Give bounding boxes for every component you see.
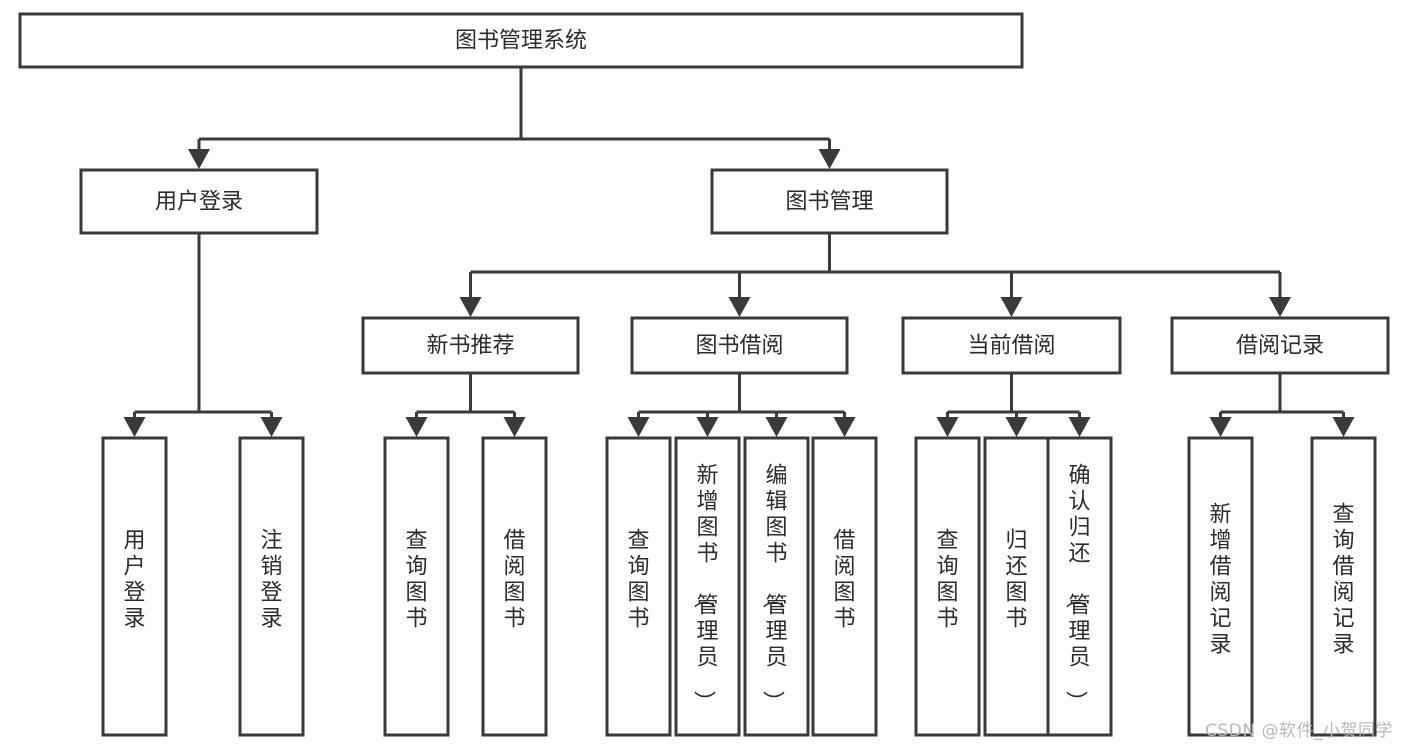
node-box [383,436,450,737]
node-box [743,436,810,737]
connector-group-user-login [123,233,283,437]
node-box [361,316,580,375]
node-leaf-add-record[interactable]: 新增借阅记录 [1187,436,1254,737]
arrow-head-icon [728,297,751,317]
node-label: 借阅图书 [503,529,525,632]
nodes-layer: 图书管理系统用户登录图书管理新书推荐图书借阅当前借阅借阅记录用户登录注销登录查询… [18,12,1390,737]
node-box [1170,316,1390,375]
arrow-head-icon [1005,417,1028,437]
node-label: 确认归还（管理员） [1062,464,1090,713]
node-label: 新增图书（管理员） [690,464,718,713]
node-label: 查询图书 [936,529,958,632]
node-box [901,316,1122,375]
arrow-head-icon [1000,297,1023,317]
arrow-head-icon [459,297,482,317]
node-label: 图书管理 [785,190,873,215]
node-box [630,316,849,375]
node-box [101,436,168,737]
connector-group-borrow-record [1209,373,1355,437]
node-leaf-query-book-borrow[interactable]: 查询图书 [605,436,672,737]
node-box [238,436,305,737]
node-leaf-add-book[interactable]: 新增图书（管理员） [674,436,741,737]
csdn-watermark: CSDN @软件_小贺同学 [1205,721,1393,741]
arrow-head-icon [1332,417,1355,437]
arrow-head-icon [405,417,428,437]
node-borrow-record[interactable]: 借阅记录 [1170,316,1390,375]
node-box [1046,436,1113,737]
node-leaf-borrow-book[interactable]: 借阅图书 [811,436,878,737]
node-box [481,436,548,737]
connector-group-root [188,67,841,169]
arrow-head-icon [1269,297,1291,317]
node-label: 用户登录 [155,190,243,215]
arrow-head-icon [1068,417,1091,437]
arrow-head-icon [765,417,788,437]
node-label: 借阅记录 [1236,334,1324,359]
node-box [914,436,981,737]
connector-group-new-book-recommend [405,373,526,437]
node-box [18,12,1024,69]
arrow-head-icon [188,149,210,169]
node-label: 归还图书 [1005,529,1027,632]
node-label: 当前借阅 [967,334,1055,359]
node-book-borrow[interactable]: 图书借阅 [630,316,849,375]
arrow-head-icon [696,417,719,437]
node-leaf-edit-book[interactable]: 编辑图书（管理员） [743,436,810,737]
node-box [811,436,878,737]
node-box [79,168,319,235]
node-leaf-confirm-return[interactable]: 确认归还（管理员） [1046,436,1113,737]
node-root[interactable]: 图书管理系统 [18,12,1024,69]
node-leaf-query-record[interactable]: 查询借阅记录 [1310,436,1377,737]
node-current-borrow[interactable]: 当前借阅 [901,316,1122,375]
arrow-head-icon [818,149,841,169]
arrow-head-icon [833,417,856,437]
node-leaf-user-login[interactable]: 用户登录 [101,436,168,737]
node-box [1310,436,1377,737]
node-new-book-recommend[interactable]: 新书推荐 [361,316,580,375]
node-label: 新增借阅记录 [1209,503,1231,658]
arrow-head-icon [936,417,959,437]
connector-group-current-borrow [936,373,1091,437]
connector-group-book-borrow [627,373,856,437]
node-label: 新书推荐 [426,334,514,359]
node-box [1187,436,1254,737]
node-label: 用户登录 [123,529,145,632]
node-leaf-return-book[interactable]: 归还图书 [983,436,1050,737]
node-label: 查询借阅记录 [1332,503,1354,658]
node-label: 图书管理系统 [455,29,587,54]
node-box [674,436,741,737]
connectors-layer [123,67,1355,437]
arrow-head-icon [627,417,650,437]
node-leaf-query-book-current[interactable]: 查询图书 [914,436,981,737]
node-label: 查询图书 [405,529,427,632]
node-label: 注销登录 [260,529,282,632]
node-box [710,168,949,235]
arrow-head-icon [503,417,526,437]
node-book-management[interactable]: 图书管理 [710,168,949,235]
node-label: 图书借阅 [695,334,783,359]
node-box [605,436,672,737]
node-user-login[interactable]: 用户登录 [79,168,319,235]
node-leaf-borrow-book-rec[interactable]: 借阅图书 [481,436,548,737]
arrow-head-icon [123,417,146,437]
node-label: 编辑图书（管理员） [759,464,787,713]
node-leaf-query-book-rec[interactable]: 查询图书 [383,436,450,737]
node-label: 查询图书 [627,529,649,632]
arrow-head-icon [1209,417,1232,437]
connector-group-book-management [459,233,1291,317]
arrow-head-icon [260,417,283,437]
node-leaf-user-logout[interactable]: 注销登录 [238,436,305,737]
node-label: 借阅图书 [833,529,855,632]
